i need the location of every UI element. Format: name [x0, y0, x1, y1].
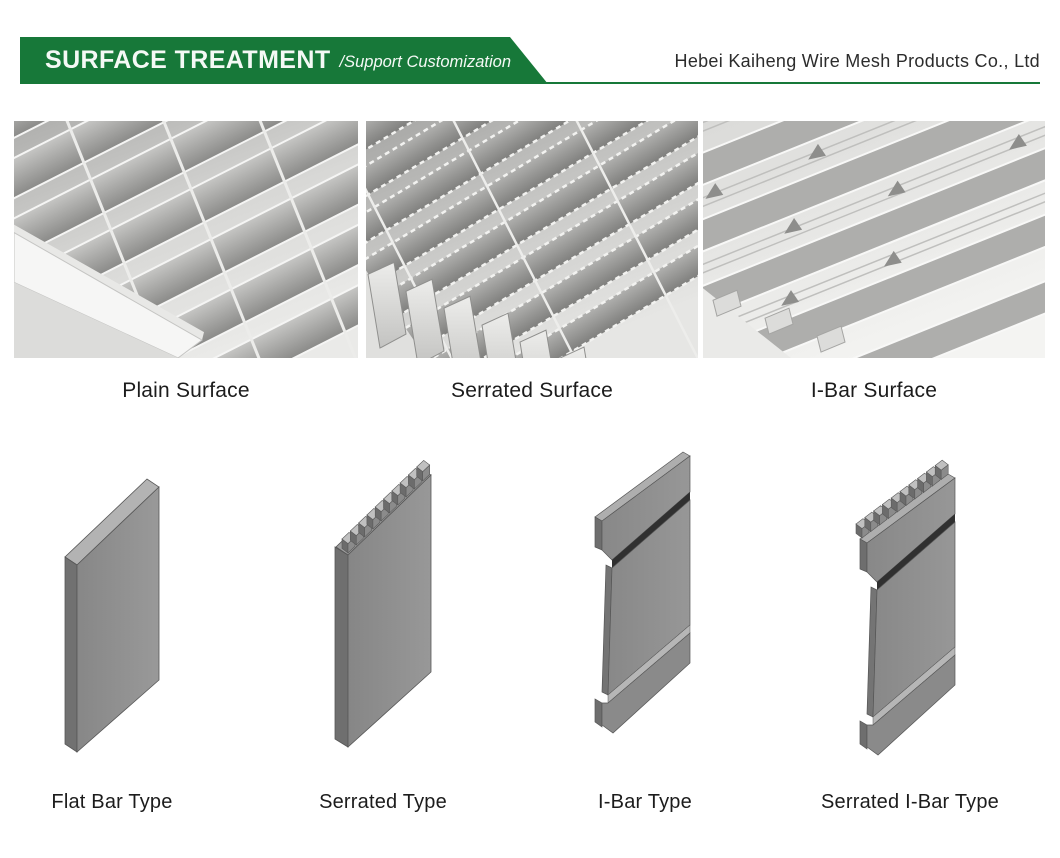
surface-label-ibar: I-Bar Surface — [810, 379, 938, 402]
serrated-ibar-illustration — [805, 450, 1015, 765]
page-title: SURFACE TREATMENT — [45, 46, 331, 74]
bar-type-label-serrated-ibar: Serrated I-Bar Type — [821, 791, 999, 813]
serrated-surface-photo — [366, 121, 698, 358]
plain-surface-photo — [14, 121, 358, 358]
company-name: Hebei Kaiheng Wire Mesh Products Co., Lt… — [674, 51, 1040, 71]
ibar-illustration — [545, 450, 745, 765]
bar-type-card-serrated: Serrated Type — [283, 450, 483, 814]
surface-card-plain: Plain Surface — [14, 121, 358, 403]
bar-type-card-ibar: I-Bar Type — [545, 450, 745, 814]
flat-bar-illustration — [12, 450, 212, 765]
ibar-grating-drawing — [703, 121, 1045, 358]
serrated-bar-illustration — [283, 450, 483, 765]
ibar-surface-photo — [703, 121, 1045, 358]
header-banner: SURFACE TREATMENT /Support Customization — [20, 37, 548, 84]
page-subtitle: /Support Customization — [339, 53, 512, 71]
serrated-ibar-drawing — [855, 459, 956, 756]
bar-type-card-serrated-ibar: Serrated I-Bar Type — [805, 450, 1015, 814]
bar-type-label-ibar: I-Bar Type — [598, 791, 692, 813]
plain-grating-drawing — [14, 121, 358, 358]
serrated-grating-drawing — [366, 121, 698, 358]
bar-type-label-serrated: Serrated Type — [319, 791, 447, 813]
bar-type-card-flat: Flat Bar Type — [12, 450, 212, 814]
surface-card-ibar: I-Bar Surface — [703, 121, 1045, 403]
surface-card-serrated: Serrated Surface — [366, 121, 698, 403]
bar-type-label-flat: Flat Bar Type — [51, 791, 173, 813]
flat-bar-drawing — [64, 478, 160, 753]
header-underline — [538, 82, 1040, 84]
surface-label-plain: Plain Surface — [122, 379, 250, 402]
serrated-bar-drawing — [334, 460, 432, 748]
ibar-drawing — [594, 451, 691, 734]
surface-label-serrated: Serrated Surface — [451, 379, 613, 402]
